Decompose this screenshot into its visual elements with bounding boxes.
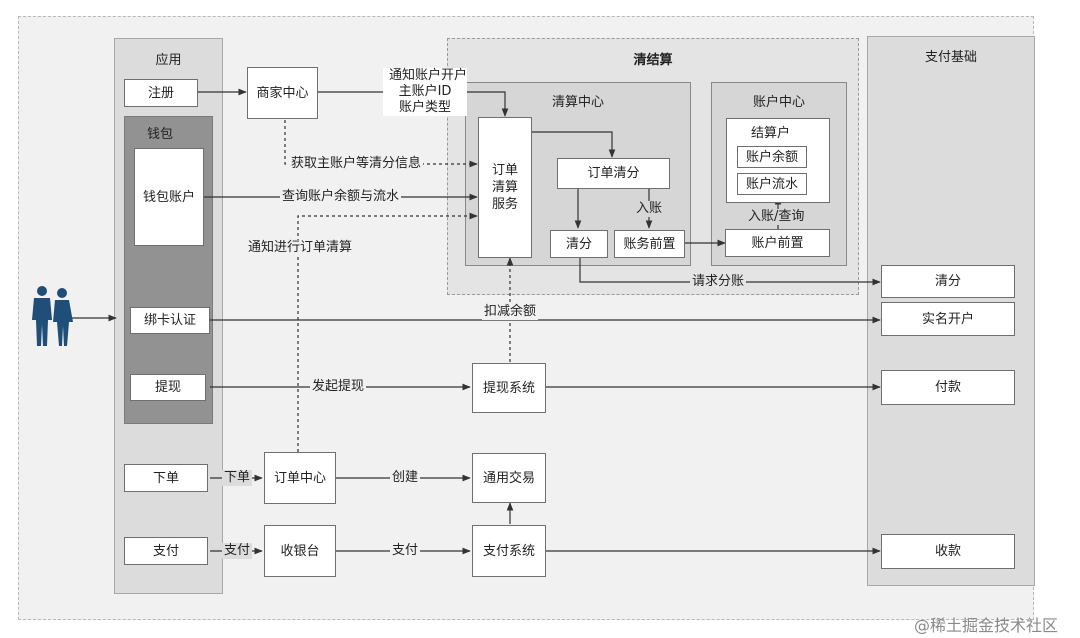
withdraw-box: 提现 [130, 374, 206, 401]
label-query-balance: 查询账户余额与流水 [280, 189, 402, 205]
order-split-box: 订单清分 [557, 158, 670, 189]
label-pay2: 支付 [390, 543, 421, 559]
watermark: @稀土掘金技术社区 [914, 616, 1059, 635]
withdraw-system-box: 提现系统 [472, 363, 546, 413]
pay-base-title: 支付基础 [924, 50, 977, 65]
settlement-account-title: 结算户 [751, 126, 791, 141]
label-notify-open-line2: 主账户ID [398, 84, 452, 99]
account-center-title: 账户中心 [752, 95, 805, 110]
merchant-center-box: 商家中心 [247, 67, 318, 119]
account-front-box: 账户前置 [725, 229, 830, 257]
clearing-group-title: 清结算 [633, 53, 673, 68]
bind-card-box: 绑卡认证 [130, 307, 210, 334]
collect-box: 收款 [881, 534, 1015, 569]
realname-box: 实名开户 [881, 302, 1015, 336]
label-request-split: 请求分账 [690, 274, 747, 290]
place-order-box: 下单 [124, 464, 208, 492]
payout-box: 付款 [881, 370, 1015, 405]
label-notify-open-line1: 通知账户开户 [388, 68, 467, 83]
label-notify-open: 通知账户开户 主账户ID 账户类型 [383, 68, 467, 116]
label-post-account: 入账 [634, 201, 665, 217]
cashier-box: 收银台 [264, 525, 336, 577]
wallet-account-box: 钱包账户 [134, 148, 204, 246]
wallet-group-title: 钱包 [147, 127, 174, 142]
account-balance-box: 账户余额 [737, 146, 807, 168]
clearing-center-title: 清算中心 [551, 95, 604, 110]
account-flow-box: 账户流水 [737, 173, 807, 195]
label-notify-open-line3: 账户类型 [398, 100, 451, 115]
edge-merchant-clearing [318, 91, 509, 117]
split-box: 清分 [550, 230, 608, 258]
general-trade-box: 通用交易 [472, 453, 546, 503]
pay-box: 支付 [124, 537, 208, 565]
pay-system-box: 支付系统 [472, 525, 546, 577]
label-start-withdraw: 发起提现 [310, 379, 367, 395]
label-create: 创建 [390, 470, 421, 486]
label-post-query: 入账/查询 [746, 209, 807, 225]
edge-service-split [532, 131, 616, 158]
pay-base-split-box: 清分 [881, 265, 1015, 298]
register-box: 注册 [124, 79, 198, 107]
app-group-title: 应用 [155, 53, 182, 68]
order-center-box: 订单中心 [264, 452, 336, 504]
edge-get-main-account [284, 120, 478, 168]
users-icon [32, 286, 73, 346]
label-notify-order-clearing: 通知进行订单清算 [246, 240, 355, 256]
edge-notify-order-clearing [297, 212, 478, 452]
order-clearing-service-line2: 清算 [491, 180, 518, 195]
label-pay: 支付 [222, 543, 253, 559]
edge-request-split [579, 258, 881, 286]
label-deduct-balance: 扣减余额 [482, 304, 539, 320]
order-clearing-service-line3: 服务 [491, 197, 518, 212]
business-front-box: 账务前置 [614, 230, 685, 258]
label-get-main-account: 获取主账户等清分信息 [289, 156, 424, 172]
order-clearing-service-box: 订单 清算 服务 [478, 117, 532, 258]
label-order: 下单 [222, 470, 253, 486]
order-clearing-service-line1: 订单 [491, 163, 518, 178]
